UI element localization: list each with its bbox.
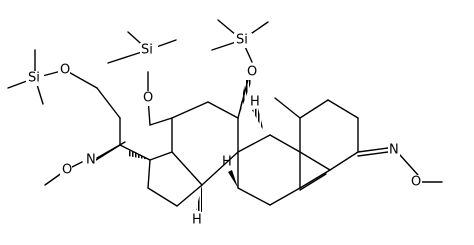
atom-o-right: O — [247, 65, 257, 80]
methyl-c19 — [274, 97, 301, 119]
ring-a — [299, 99, 359, 191]
atom-o-left: O — [60, 63, 70, 78]
ring-d — [147, 151, 203, 207]
ring-b — [237, 134, 301, 206]
atom-h-c9: H — [250, 95, 260, 110]
oxime-right — [357, 147, 443, 183]
atom-n-right: N — [389, 143, 399, 158]
stereo-hash-c9 — [252, 108, 264, 132]
atom-n-left: N — [86, 153, 96, 168]
atom-si-right: Si — [236, 33, 248, 48]
stereo-hash-c11 — [238, 78, 252, 118]
stereo-hash-c17 — [128, 150, 150, 160]
stereo-wedge-c8 — [228, 170, 238, 188]
ring-c — [171, 101, 239, 186]
atom-si-left: Si — [28, 71, 40, 86]
atom-o-methoxy-right: O — [411, 175, 421, 190]
atom-h-c14: H — [192, 213, 202, 228]
atom-h-c8: H — [222, 155, 232, 170]
atom-o-mid: O — [143, 91, 153, 106]
atom-si-mid: Si — [141, 43, 153, 58]
tms-group-left — [7, 49, 121, 119]
atom-o-methoxy-left: O — [62, 163, 72, 178]
stereo-hash-c14 — [196, 185, 202, 212]
